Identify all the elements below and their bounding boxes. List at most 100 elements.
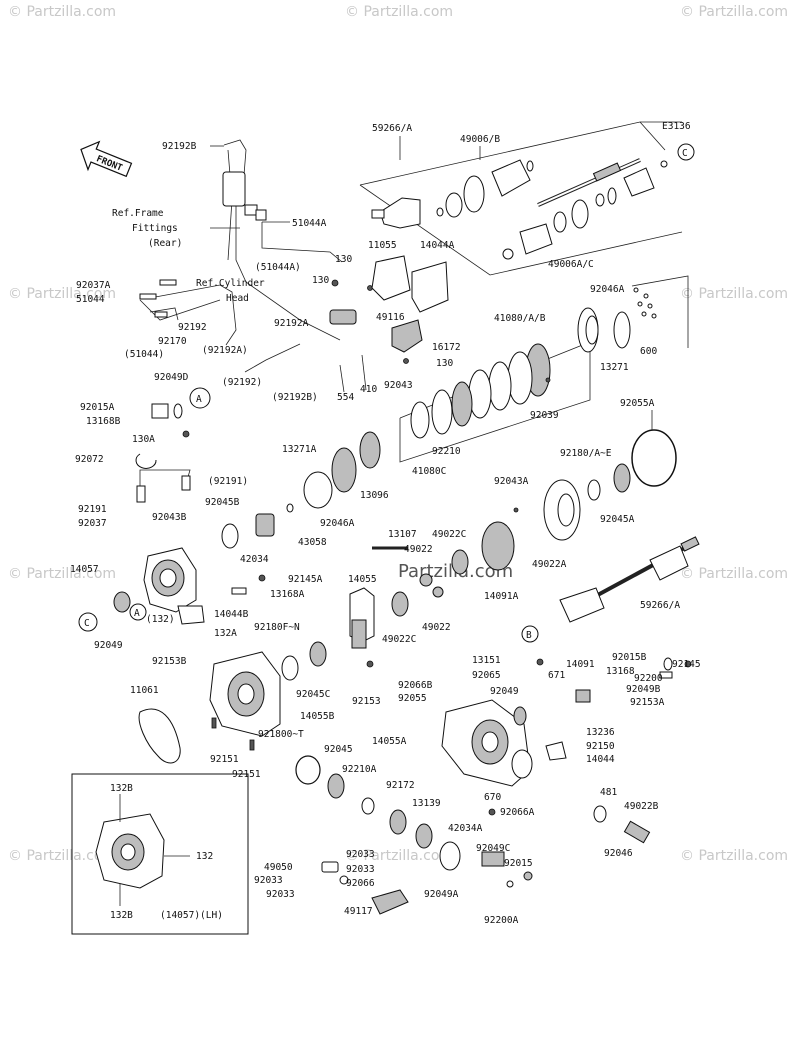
part-label: 671	[548, 670, 565, 681]
part-label: 92015A	[80, 402, 115, 413]
part-label: 92153A	[630, 697, 665, 708]
part-label: 49022	[404, 544, 433, 555]
part-label: 92037A	[76, 280, 111, 291]
part-label: 481	[600, 787, 617, 798]
part-label: 14091A	[484, 591, 519, 602]
part-label: 130	[436, 358, 453, 369]
watermark: © Partzilla.com	[680, 286, 788, 302]
part-label: 13107	[388, 529, 417, 540]
part-label: 13096	[360, 490, 389, 501]
callout-b: B	[526, 630, 532, 641]
part-label: 92210	[432, 446, 461, 457]
part-label: 92046A	[320, 518, 355, 529]
part-label: 41080/A/B	[494, 313, 546, 324]
part-label: 92033	[346, 864, 375, 875]
part-label: 92180F~N	[254, 622, 300, 633]
callout-c: C	[84, 618, 90, 629]
part-label: 49006A/C	[548, 259, 594, 270]
part-label: 13139	[412, 798, 441, 809]
part-label: 49050	[264, 862, 293, 873]
part-label: 13271	[600, 362, 629, 373]
part-label: 92055A	[620, 398, 655, 409]
watermark: © Partzilla.com	[8, 4, 116, 20]
part-label: 92049D	[154, 372, 189, 383]
ref-label: Ref.Cylinder	[196, 278, 265, 289]
watermark: © Partzilla.com	[680, 848, 788, 864]
part-label: 92153B	[152, 656, 187, 667]
part-label: 13168	[606, 666, 635, 677]
part-label: 92049C	[476, 843, 510, 854]
part-label: 92066A	[500, 807, 535, 818]
housing-14055A: 13151 92065 92066B 92055 92049 671 14055…	[372, 652, 701, 900]
part-label: 49022C	[382, 634, 416, 645]
part-label: 51044	[76, 294, 105, 305]
part-label: 92046A	[590, 284, 625, 295]
part-label: 14055A	[372, 736, 407, 747]
part-label: 92145A	[288, 574, 323, 585]
part-label: 92043A	[494, 476, 529, 487]
part-label: (51044)	[124, 349, 164, 360]
part-label: 92192B	[162, 141, 197, 152]
ref-label: (Rear)	[148, 238, 182, 249]
drive-shaft-box: C 59266/A 49006/B 49006A/C	[359, 121, 695, 276]
part-label: 410	[360, 384, 377, 395]
part-label: 49022C	[432, 529, 466, 540]
part-label: 92072	[75, 454, 104, 465]
part-label: 49022	[422, 622, 451, 633]
part-label: 13236	[586, 727, 615, 738]
part-label: (92192A)	[202, 345, 248, 356]
part-label: 49116	[376, 312, 405, 323]
part-label: 59266/A	[640, 600, 680, 611]
part-label: 92045A	[600, 514, 635, 525]
part-label: 14055B	[300, 711, 335, 722]
part-label: 92151	[210, 754, 239, 765]
part-label: 14044	[586, 754, 615, 765]
part-label: 92192	[178, 322, 207, 333]
part-label: 92037	[78, 518, 107, 529]
ref-label: Fittings	[132, 223, 178, 234]
part-label: 92046	[604, 848, 633, 859]
part-label: 49022A	[532, 559, 567, 570]
ref-label: Ref.Frame	[112, 208, 164, 219]
part-label: 132B	[110, 910, 133, 921]
part-label: 92200A	[484, 915, 519, 926]
part-label: 92170	[158, 336, 187, 347]
part-label: 132A	[214, 628, 237, 639]
part-label: 49006/B	[460, 134, 500, 145]
part-label: 49022B	[624, 801, 659, 812]
part-label: 921800~T	[258, 729, 304, 740]
part-label: 42034A	[448, 823, 483, 834]
callout-c: C	[682, 148, 688, 159]
callout-a: A	[196, 394, 202, 405]
part-label: 16172	[432, 342, 461, 353]
part-label: (132)	[146, 614, 175, 625]
part-label: 92045C	[296, 689, 330, 700]
part-label: 600	[640, 346, 657, 357]
part-label: 92210A	[342, 764, 377, 775]
part-label: 130A	[132, 434, 155, 445]
part-label: 92033	[346, 849, 375, 860]
watermark: © Partzilla.com	[8, 848, 116, 864]
part-label: 43058	[298, 537, 327, 548]
part-label: 92045	[324, 744, 353, 755]
part-label: 14091	[566, 659, 595, 670]
part-label: (92191)	[208, 476, 248, 487]
watermark: © Partzilla.com	[8, 286, 116, 302]
part-label: 92192A	[274, 318, 309, 329]
part-label: 92055	[398, 693, 427, 704]
part-label: 14044A	[420, 240, 455, 251]
part-label: 92172	[386, 780, 415, 791]
watermark: © Partzilla.com	[8, 566, 116, 582]
part-label: 130	[312, 275, 329, 286]
left-middle-parts: A 92049D 92015A 13168B 130A 92072 (92191…	[70, 372, 389, 651]
part-label: 42034	[240, 554, 269, 565]
watermark: © Partzilla.com	[345, 4, 453, 20]
part-label: 92150	[586, 741, 615, 752]
front-arrow-icon: FRONT	[80, 140, 133, 178]
watermark: © Partzilla.com	[680, 566, 788, 582]
ref-label: Head	[226, 293, 249, 304]
part-label: 14057	[70, 564, 99, 575]
part-label: 92153	[352, 696, 381, 707]
part-label: 92049B	[626, 684, 661, 695]
